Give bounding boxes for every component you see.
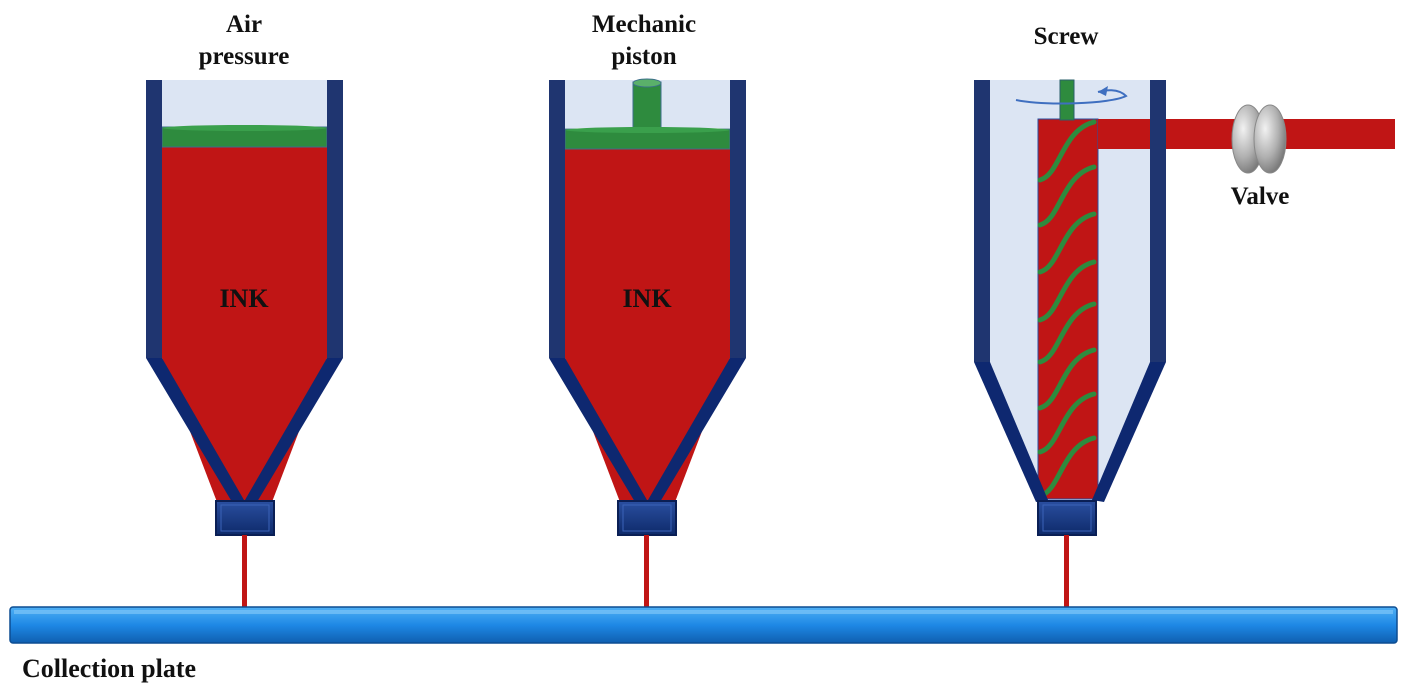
air-pressure-label-line1: Air [226, 11, 262, 38]
barrel-wall-right [327, 80, 343, 358]
piston-top-edge [162, 125, 327, 131]
cone-wall-left [146, 358, 244, 502]
screw-extruder [974, 79, 1395, 610]
valve-icon [1231, 104, 1287, 174]
barrel-headspace [162, 80, 327, 128]
ink-label-1: INK [219, 284, 269, 313]
barrel-wall-right-gap-fill [1098, 119, 1150, 149]
ink-fill [565, 148, 730, 502]
valve-label: Valve [1231, 183, 1290, 210]
ink-filament [644, 535, 649, 610]
mechanic-piston-label-line2: piston [611, 43, 676, 70]
piston-rod-top [632, 78, 662, 88]
ink-label-2: INK [622, 284, 672, 313]
piston-top-edge [565, 127, 730, 133]
collection-plate-label: Collection plate [22, 654, 196, 683]
cone-wall-right [1092, 362, 1166, 502]
nozzle-highlight [1042, 504, 1092, 532]
barrel-wall-left [549, 80, 565, 358]
barrel-wall-right [730, 80, 746, 358]
nozzle-highlight [220, 504, 270, 532]
cone-wall-left [974, 362, 1048, 502]
screw-flights [1037, 119, 1097, 499]
ink-filament [1064, 535, 1069, 610]
barrel-wall-left [146, 80, 162, 358]
air-pressure-label-line2: pressure [199, 43, 290, 70]
mechanic-piston-label-line1: Mechanic [592, 11, 696, 38]
air-pressure-extruder [146, 80, 343, 610]
ink-fill [162, 146, 327, 502]
cone-wall-right [245, 358, 343, 502]
barrel-wall-left [974, 80, 990, 362]
piston-rod [632, 81, 662, 129]
nozzle-highlight [622, 504, 672, 532]
screw-label: Screw [1034, 23, 1099, 50]
nozzle [617, 500, 677, 536]
rotation-arrow [1015, 89, 1128, 105]
mechanic-piston-extruder [549, 78, 746, 610]
ink-filament [242, 535, 247, 610]
cone-wall-left [549, 358, 647, 502]
collection-plate [9, 606, 1398, 644]
screw-shaft [1059, 79, 1075, 121]
screw-ink-column [1037, 118, 1099, 500]
nozzle [215, 500, 275, 536]
collection-plate-highlight [14, 610, 1393, 614]
nozzle [1037, 500, 1097, 536]
cone-wall-right [648, 358, 746, 502]
barrel-wall-right [1150, 80, 1166, 362]
rotation-arrowhead [1098, 86, 1108, 96]
